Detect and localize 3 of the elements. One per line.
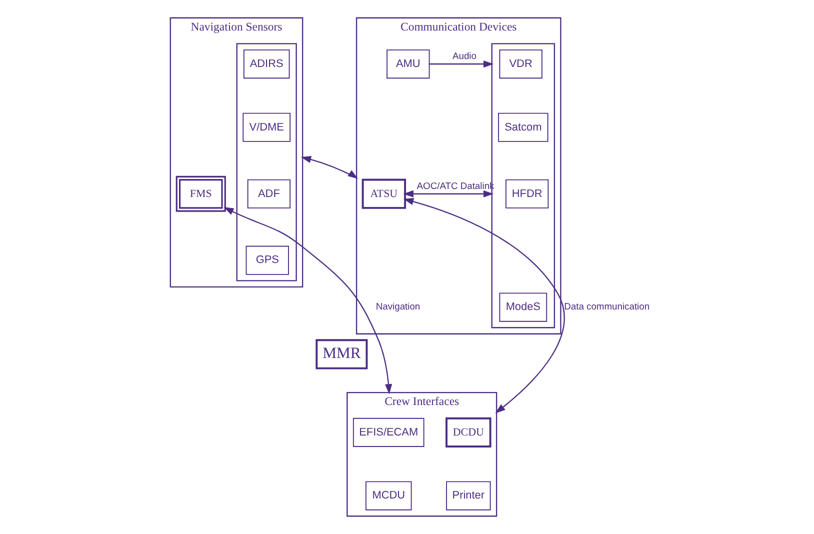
edge-label: Navigation [376,302,420,312]
edge-label: Data communication [564,302,650,312]
edge-label: Audio [452,51,476,62]
